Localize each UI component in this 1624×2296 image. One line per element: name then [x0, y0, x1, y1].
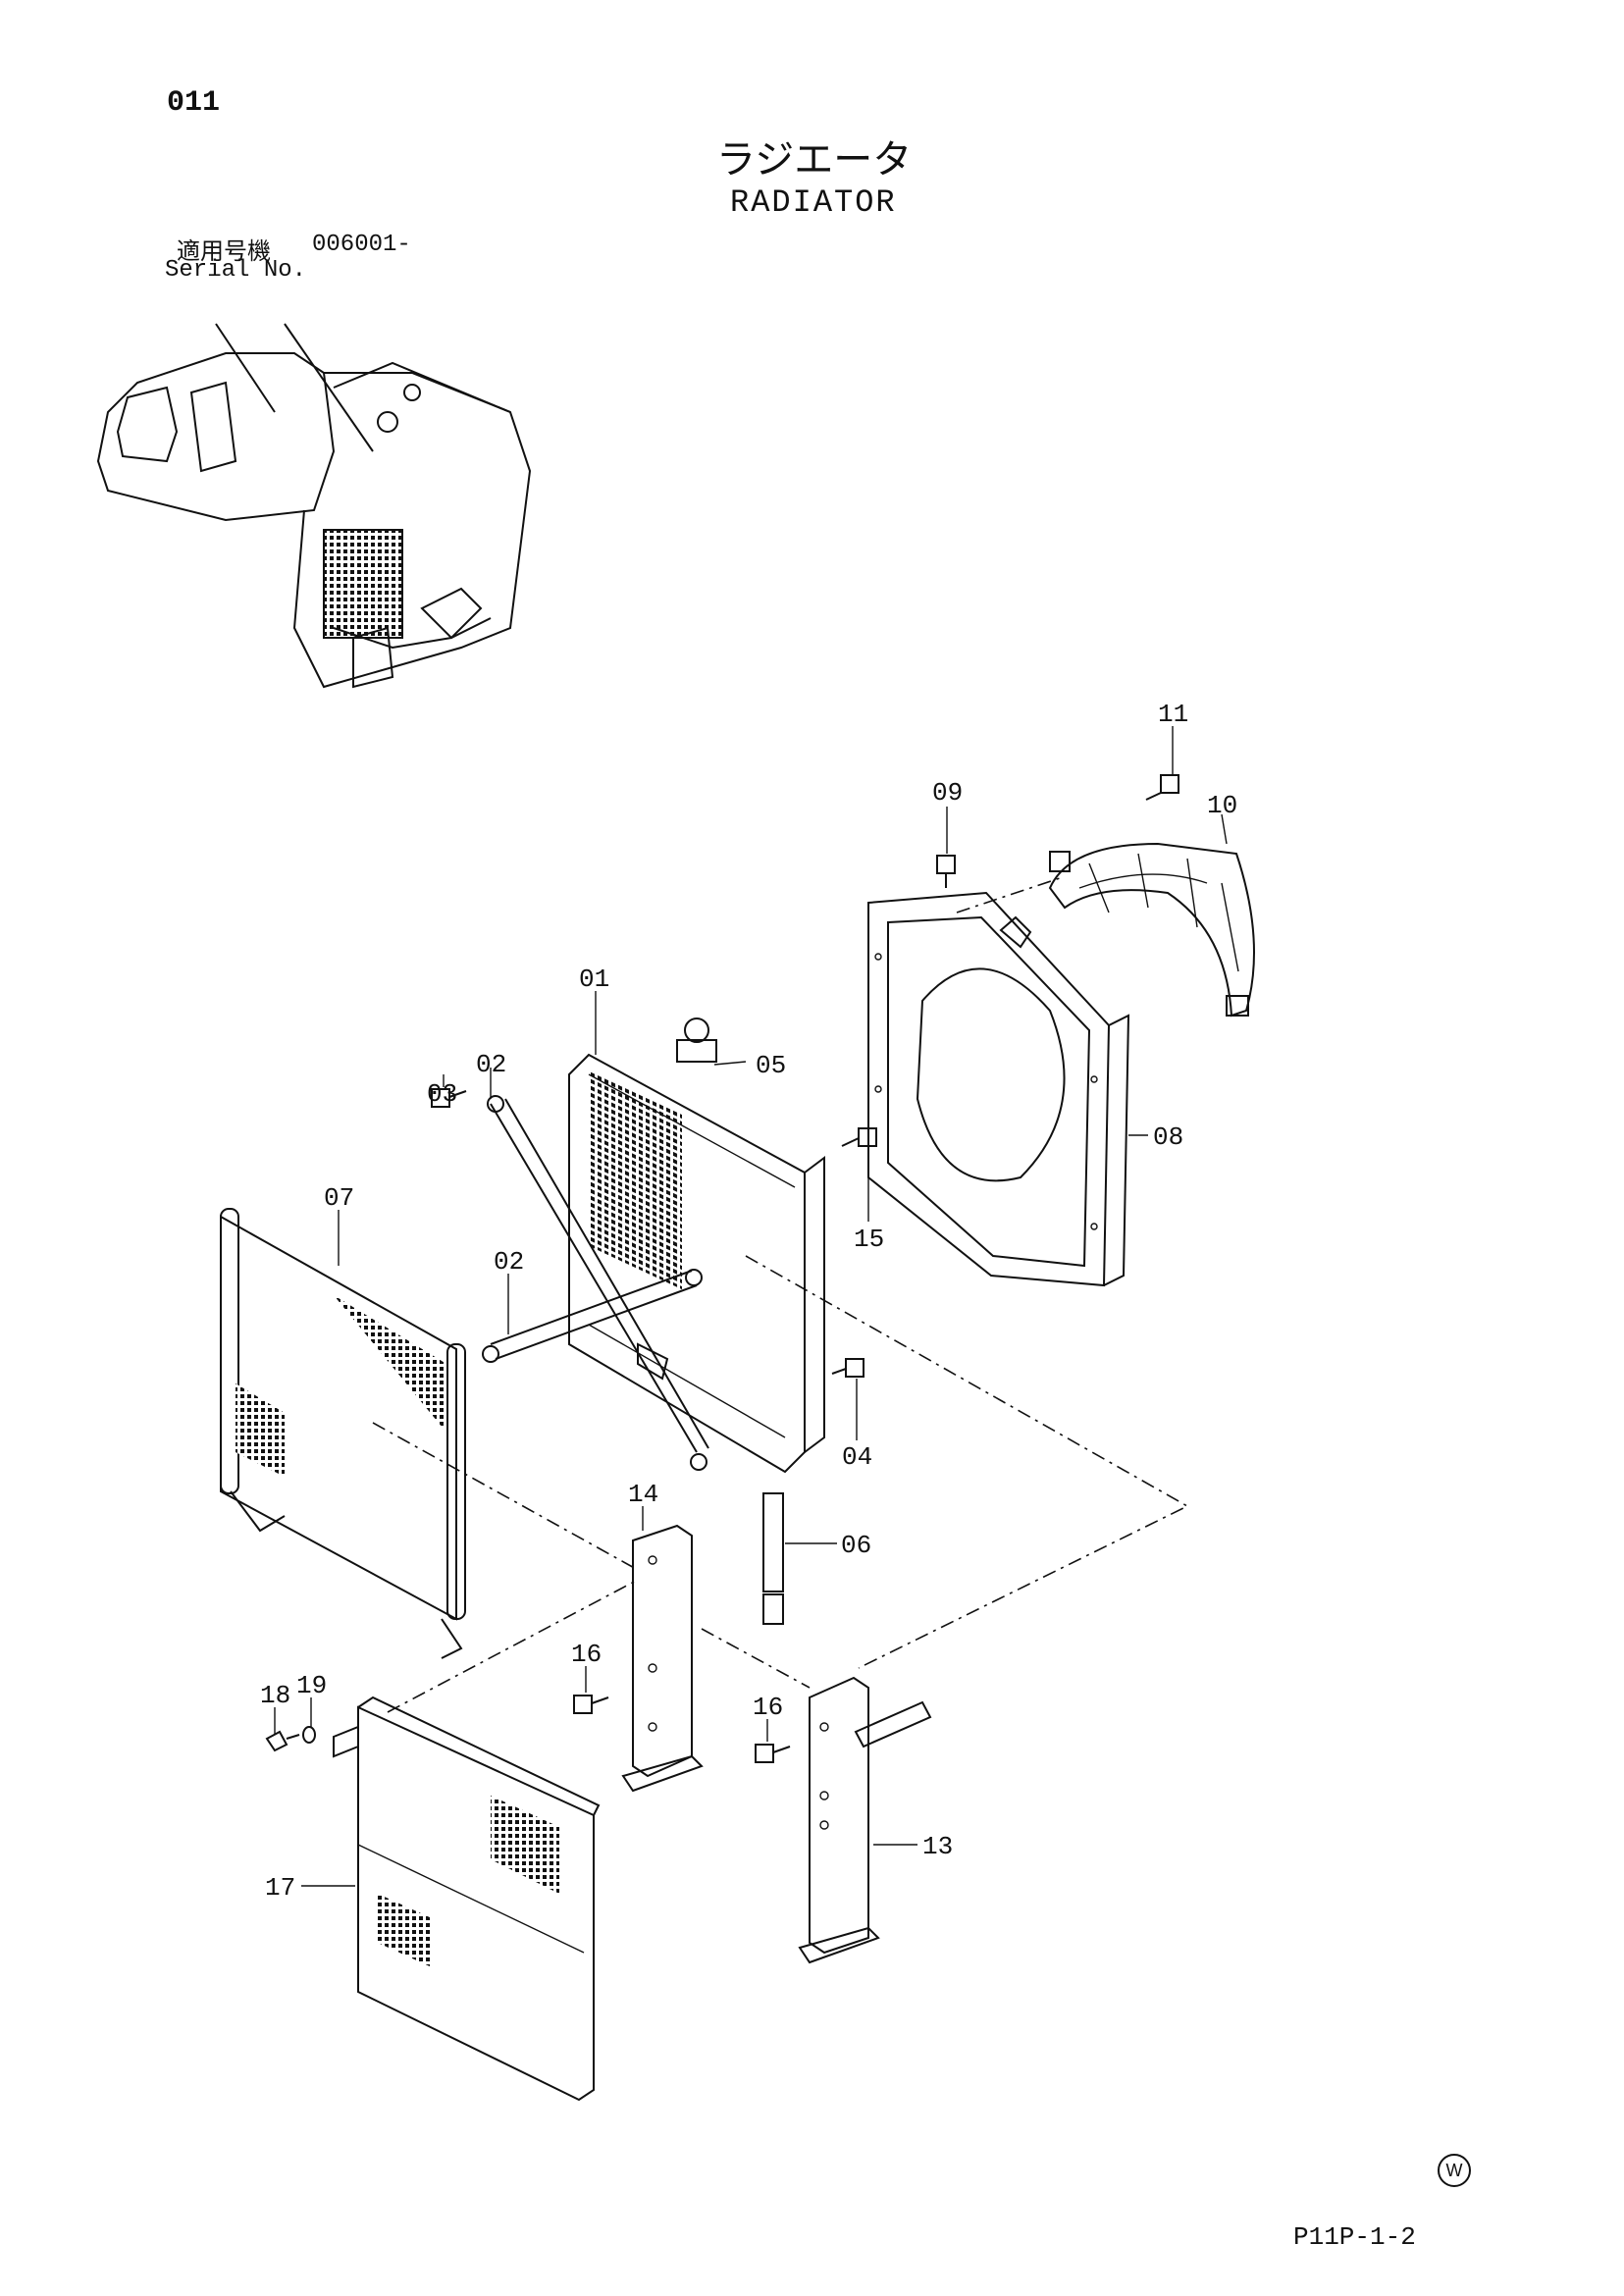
- serial-label-english: Serial No.: [165, 257, 307, 284]
- support-stay-13: [798, 1676, 932, 1964]
- callout-18: 18: [260, 1681, 290, 1710]
- callout-16-left: 16: [571, 1640, 602, 1669]
- callout-01: 01: [579, 965, 609, 994]
- callout-05: 05: [756, 1051, 786, 1080]
- bolt-16-a: [573, 1695, 609, 1714]
- callout-02-lower: 02: [494, 1247, 524, 1277]
- radiator-cap-05: [684, 1018, 709, 1043]
- page-title-english: RADIATOR: [730, 184, 897, 221]
- callout-10: 10: [1207, 791, 1237, 820]
- callout-15: 15: [854, 1225, 884, 1254]
- serial-label-japanese: 適用号機: [177, 237, 271, 265]
- support-stay-14: [621, 1524, 704, 1793]
- callout-16-right: 16: [753, 1693, 783, 1722]
- assembly-guide-lines: [372, 877, 1189, 1713]
- condenser-07: [220, 1208, 466, 1659]
- bolt-15: [841, 1127, 877, 1147]
- bolt-09: [936, 855, 956, 888]
- serial-number-value: 006001-: [312, 232, 411, 258]
- radiator-core-01: [568, 1018, 825, 1474]
- washer-19: [302, 1726, 316, 1744]
- callout-17: 17: [265, 1873, 295, 1903]
- bolt-11: [1145, 774, 1179, 801]
- bolt-16-b: [755, 1744, 791, 1763]
- stay-rods-02: [482, 1095, 709, 1471]
- callout-08: 08: [1153, 1122, 1183, 1152]
- net-17: [333, 1696, 601, 2102]
- page-number: 011: [167, 86, 221, 120]
- callout-14: 14: [628, 1480, 658, 1509]
- callout-06: 06: [841, 1531, 871, 1560]
- fan-guard-10: [1048, 842, 1255, 1018]
- callout-09: 09: [932, 778, 963, 808]
- callout-11: 11: [1158, 700, 1188, 729]
- fan-shroud-08: [867, 891, 1130, 1287]
- hose-06: [762, 1492, 784, 1625]
- page-title-japanese: ラジエータ: [716, 137, 913, 183]
- machine-overview-illustration: [96, 323, 532, 689]
- radiator-location-highlight: [324, 530, 402, 638]
- bolt-18: [265, 1730, 300, 1752]
- callout-13: 13: [922, 1832, 953, 1861]
- callout-07: 07: [324, 1183, 354, 1213]
- callout-02-upper: 02: [476, 1050, 506, 1079]
- callout-labels: 01 02 02 03 04 05 06 07 08 09 10 11 13 1…: [260, 700, 1237, 1903]
- bolt-04: [831, 1358, 864, 1378]
- drawing-code: P11P-1-2: [1293, 2222, 1416, 2252]
- callout-04: 04: [842, 1442, 872, 1472]
- callout-leaders: [274, 726, 1228, 1887]
- w-mark-symbol: W: [1438, 2154, 1471, 2187]
- bolt-03: [431, 1088, 467, 1108]
- callout-19: 19: [296, 1671, 327, 1700]
- callout-03: 03: [427, 1079, 457, 1109]
